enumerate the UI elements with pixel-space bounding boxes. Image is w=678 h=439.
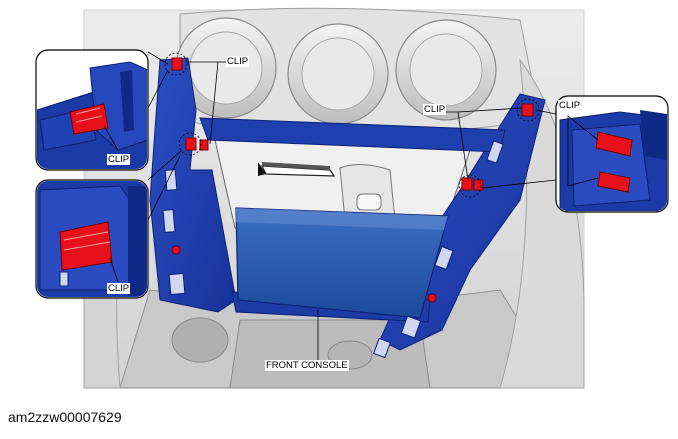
cupholder [171, 317, 229, 363]
clip-marker-mid-right [461, 177, 473, 191]
center-panel [149, 57, 546, 359]
clip-label-left-callout-bottom: CLIP [107, 283, 131, 294]
callout-bottom-left [35, 179, 149, 299]
clip-marker-top-left [171, 57, 183, 71]
callout-top-left [35, 49, 149, 171]
clip-label-left-callout-top: CLIP [107, 154, 131, 165]
climate-dial-left [175, 17, 277, 119]
leader-lines [147, 51, 557, 360]
front-console-label: FRONT CONSOLE [265, 360, 349, 371]
clip-label-right-main: CLIP [423, 104, 447, 115]
clip-label-top: CLIP [226, 56, 250, 67]
clip-marker-mid-left [185, 137, 197, 151]
direction-arrow [260, 165, 336, 177]
display-screen [235, 207, 449, 319]
callout-right [555, 95, 669, 213]
figure-id: am2zzw00007629 [8, 409, 122, 425]
clip-label-right-callout: CLIP [558, 100, 582, 111]
climate-dial-center [287, 23, 389, 125]
clip-marker-top-right [521, 103, 534, 117]
